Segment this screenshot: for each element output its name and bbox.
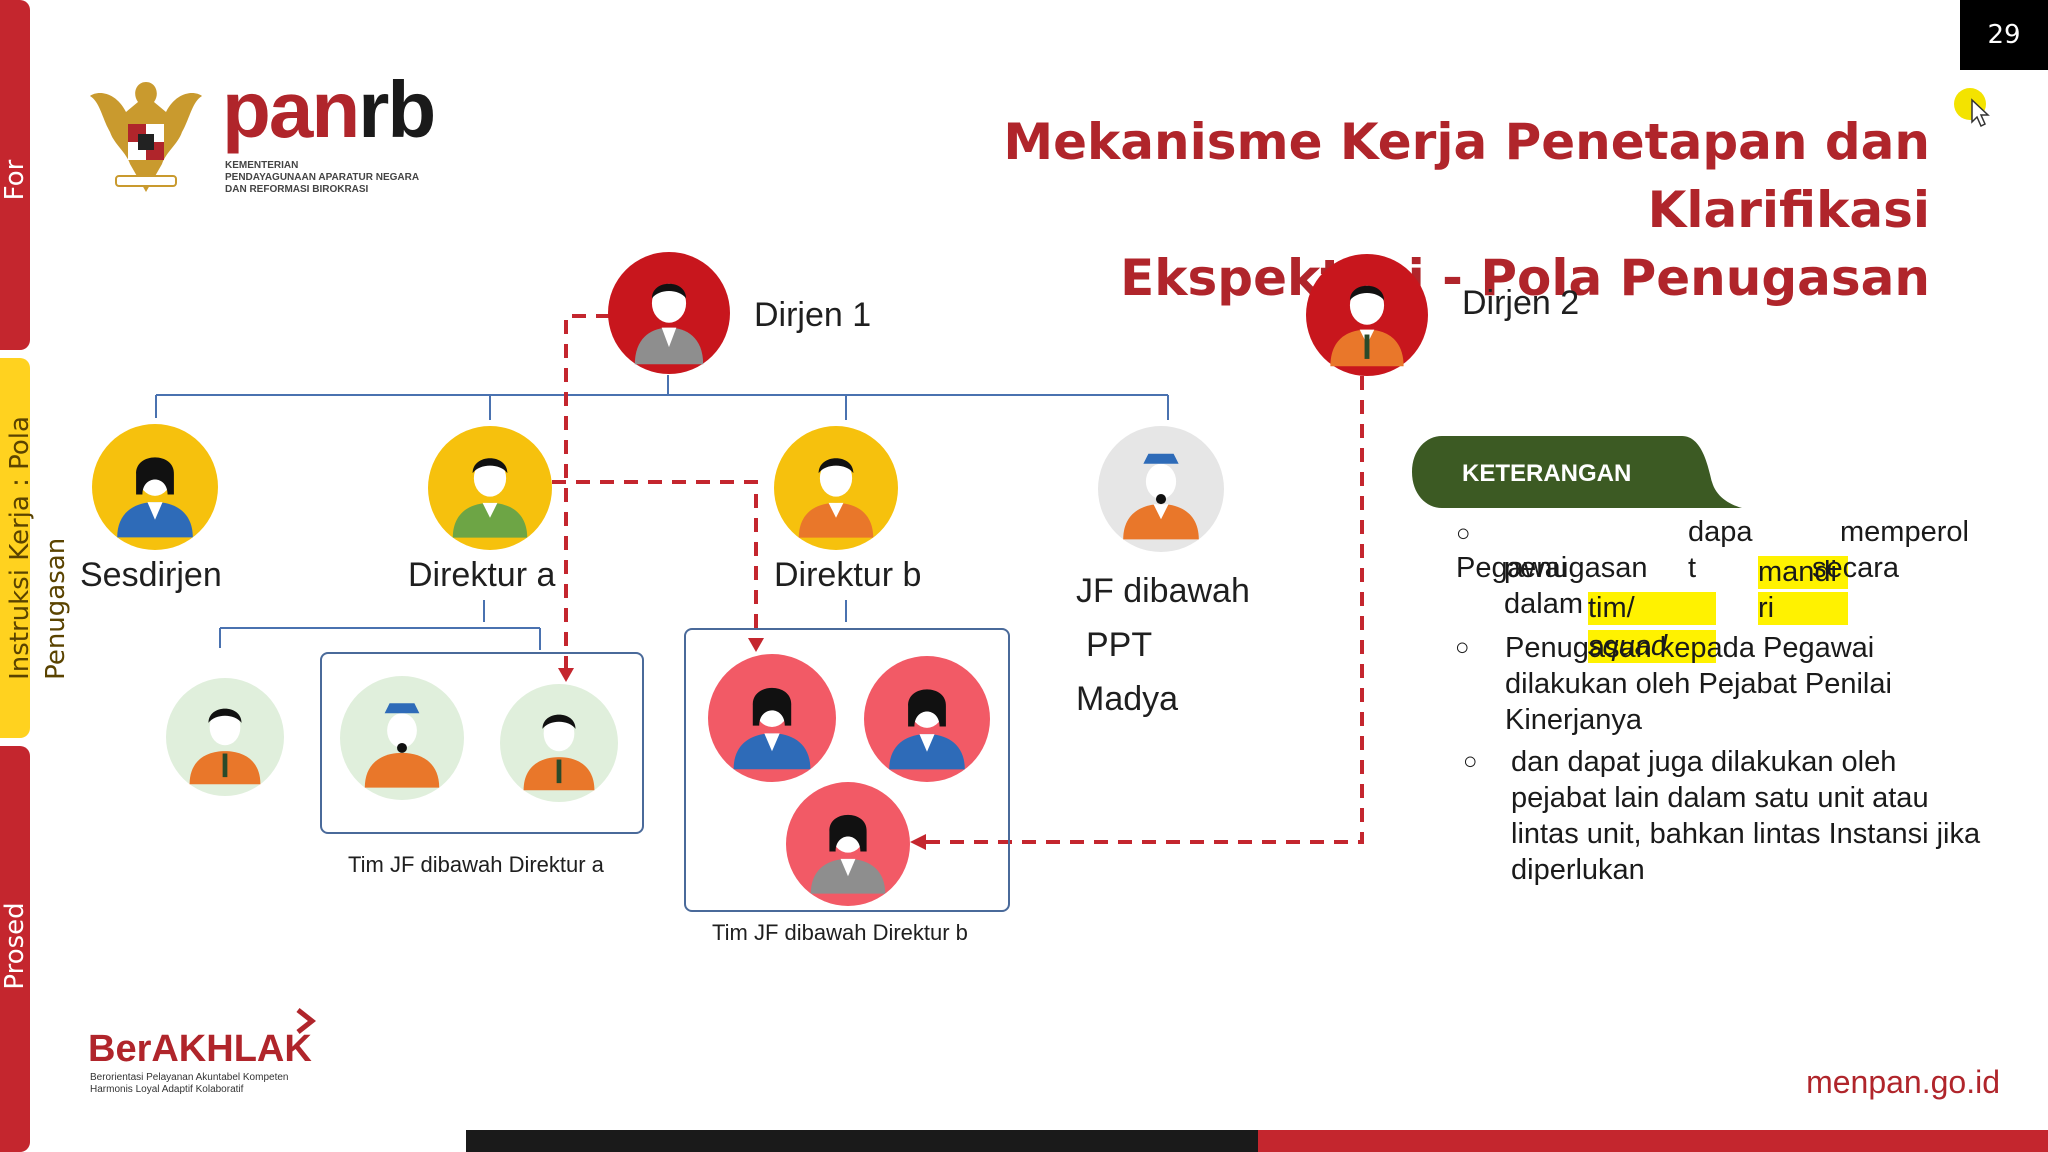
logo-word-rb: rb: [358, 65, 436, 154]
note1-word-dalam: dalam: [1504, 588, 1583, 620]
note3-text: dan dapat juga dilakukan oleh pejabat la…: [1511, 746, 1981, 886]
tim-a-member2-avatar-icon: [340, 676, 464, 800]
note1-word-secara: secara: [1812, 552, 1900, 584]
sesdirjen-label: Sesdirjen: [80, 556, 222, 594]
note1-bullet: ○: [1456, 520, 1471, 547]
title-line1: Mekanisme Kerja Penetapan dan Klarifikas…: [1003, 113, 1930, 239]
tim-a-member3-avatar-icon: [500, 684, 618, 802]
note1-block: ○ dapa memperol Pegawai penugasan t mand…: [1456, 516, 2016, 666]
sesdirjen-avatar-icon: [92, 424, 218, 550]
tim-a-box: [320, 652, 644, 834]
tim-b-member2-avatar-icon: [864, 656, 990, 782]
footer-bar-dark: [466, 1130, 1258, 1152]
logo-subtitle: KEMENTERIAN PENDAYAGUNAAN APARATUR NEGAR…: [225, 160, 465, 196]
keterangan-notes: ○ Penugasan kepada Pegawai dilakukan ole…: [1455, 630, 1995, 894]
slide-title: Mekanisme Kerja Penetapan dan Klarifikas…: [730, 108, 1930, 312]
logo-subtitle-line3: DAN REFORMASI BIROKRASI: [225, 184, 369, 195]
cursor-icon: [1954, 88, 1990, 128]
note1-word-ri: ri: [1758, 592, 1848, 625]
side-tab-prosed[interactable]: Prosed: [0, 746, 30, 1152]
note2-bullet: ○: [1455, 634, 1470, 661]
tim-b-member1-avatar-icon: [708, 654, 836, 782]
dirjen1-avatar-icon: [608, 252, 730, 374]
note1-word-squad: squad: [1588, 630, 1716, 663]
jf-label-line1: JF dibawah: [1076, 572, 1250, 610]
dirjen2-label: Dirjen 2: [1462, 284, 1580, 322]
note3-bullet: ○: [1463, 748, 1478, 775]
jf-label-line3: Madya: [1076, 680, 1179, 718]
note1-word-pegawai: Pegawai: [1456, 552, 1568, 584]
website-link[interactable]: menpan.go.id: [1806, 1064, 2000, 1100]
dirjen2-avatar-icon: [1306, 254, 1428, 376]
note2-text: Penugasan kepada Pegawai dilakukan oleh …: [1505, 632, 1892, 736]
tim-b-member3-avatar-icon: [786, 782, 910, 906]
dirjen1-label: Dirjen 1: [754, 296, 872, 334]
jf-ppt-madya-label: JF dibawah PPT Madya: [1076, 564, 1250, 726]
keterangan-header: KETERANGAN: [1412, 436, 1742, 508]
direktur-a-avatar-icon: [428, 426, 552, 550]
logo-word-pan: pan: [222, 65, 360, 154]
chevron-right-icon: [296, 1008, 316, 1034]
jf-label-line2: PPT: [1086, 626, 1153, 664]
footer-bar-red: [1258, 1130, 2048, 1152]
panrb-logo: panrb: [222, 64, 436, 156]
keterangan-header-label: KETERANGAN: [1462, 460, 1632, 487]
berakhlak-subtitle: Berorientasi Pelayanan Akuntabel Kompete…: [90, 1072, 350, 1096]
logo-subtitle-line1: KEMENTERIAN: [225, 160, 299, 171]
tim-a-caption: Tim JF dibawah Direktur a: [348, 852, 604, 877]
note3-item: ○ dan dapat juga dilakukan oleh pejabat …: [1455, 744, 1995, 888]
note1-word-penugasan: penugasan: [1504, 552, 1648, 584]
keterangan-header-shape: [1412, 436, 1742, 508]
tim-a-member1-avatar-icon: [166, 678, 284, 796]
berakhlak-sub-line2: Harmonis Loyal Adaptif Kolaboratif: [90, 1084, 244, 1095]
note1-word-memperol: memperol: [1840, 516, 1969, 548]
direktur-a-label: Direktur a: [408, 556, 556, 594]
page-number: 29: [1960, 0, 2048, 70]
logo-subtitle-line2: PENDAYAGUNAAN APARATUR NEGARA: [225, 172, 420, 183]
note1-word-dapa: dapa: [1688, 516, 1753, 548]
note1-word-tim: tim/: [1588, 592, 1716, 625]
berakhlak-logo: BerAKHLAK: [88, 1028, 312, 1070]
note1-word-t: t: [1688, 552, 1697, 584]
garuda-emblem-icon: [90, 82, 202, 192]
direktur-b-label: Direktur b: [774, 556, 922, 594]
side-tab-for[interactable]: For: [0, 0, 30, 350]
tim-b-caption: Tim JF dibawah Direktur b: [712, 920, 968, 945]
direktur-b-avatar-icon: [774, 426, 898, 550]
berakhlak-sub-line1: Berorientasi Pelayanan Akuntabel Kompete…: [90, 1072, 289, 1083]
side-tab-instruksi[interactable]: Instruksi Kerja : Pola Penugasan: [0, 358, 71, 738]
note2-item: ○ Penugasan kepada Pegawai dilakukan ole…: [1455, 630, 1995, 738]
title-line2: Ekspektasi - Pola Penugasan: [1120, 249, 1930, 307]
jf-ppt-madya-avatar-icon: [1098, 426, 1224, 552]
note1-word-mandi: mandi: [1758, 556, 1848, 589]
tim-b-box: [684, 628, 1010, 912]
